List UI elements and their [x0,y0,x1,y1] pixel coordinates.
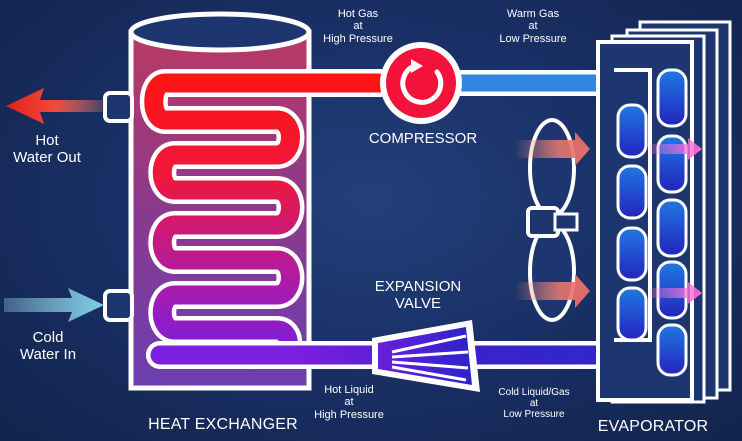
hot-water-out-arrow [6,88,134,124]
compressor-label: COMPRESSOR [368,130,478,147]
hot-liquid-label: Hot Liquid at High Pressure [314,384,384,421]
heat-exchanger-coil [139,69,394,369]
cold-water-in-label: Cold Water In [19,329,77,363]
rotation-icon [400,63,444,105]
heat-exchanger-label: HEAT EXCHANGER [148,416,298,433]
air-flow-arrows [515,132,702,308]
evaporator-unit [596,20,732,404]
hot-water-out-label: Hot Water Out [13,132,81,166]
warm-gas-label: Warm Gas at Low Pressure [499,8,567,45]
compressor [380,42,462,124]
hot-gas-label: Hot Gas at High Pressure [323,8,393,45]
cold-liquid-gas-label: Cold Liquid/Gas at Low Pressure [498,387,570,421]
expansion-valve [372,320,480,392]
evaporator-label: EVAPORATOR [597,418,709,435]
expansion-valve-label: EXPANSION VALVE [374,278,462,312]
cold-water-in-arrow [4,288,134,322]
